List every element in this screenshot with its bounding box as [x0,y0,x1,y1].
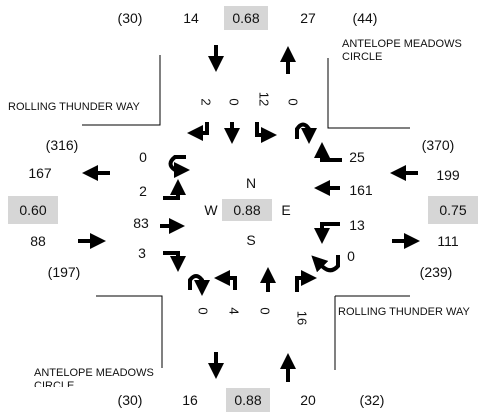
west-in-volume: 88 [30,233,46,249]
east-total-top: (370) [421,137,455,153]
eb-uturn-arrow [168,155,190,178]
eb-turn-2: 2 [139,183,147,199]
eb-turn-4: 3 [138,245,146,261]
east-phf: 0.75 [439,202,467,218]
intersection-phf: 0.88 [233,202,261,218]
nb-right-arrow [295,270,317,292]
north-total-volume: (30) [117,10,143,26]
east-total-bottom: (239) [419,264,453,280]
nb-left-arrow [214,270,237,290]
south-in-volume: 20 [300,392,316,408]
wb-left-arrow [314,222,340,244]
west-street-name: ROLLING THUNDER WAY [8,101,140,113]
nb-turn-3: 0 [257,307,273,315]
compass-south: S [246,232,256,248]
south-phf: 0.88 [234,392,262,408]
sb-turn-4: 0 [285,98,301,106]
south-other-volume: (32) [359,392,385,408]
north-out-volume: 27 [300,10,316,26]
nb-turn-4: 16 [294,310,310,326]
south-street-name: ANTELOPE MEADOWS CIRCLE [34,367,154,387]
nb-turn-1: 0 [195,307,211,315]
west-total-top: (316) [45,137,79,153]
nb-turn-2: 4 [226,307,242,315]
north-street-name-wrap: ANTELOPE MEADOWS CIRCLE [342,38,486,60]
compass-east: E [281,202,291,218]
wb-turn-3: 13 [349,217,365,233]
west-phf-box [8,196,58,224]
wb-uturn-arrow [311,255,340,273]
west-total-bottom: (197) [47,264,81,280]
sb-turn-1: 2 [198,98,214,106]
east-street-name: ROLLING THUNDER WAY [338,306,470,318]
east-phf-box [428,196,478,224]
eb-left-arrow [163,179,186,200]
sb-turn-3: 12 [256,91,272,107]
sb-turn-2: 0 [226,98,242,106]
south-street-name-wrap: ANTELOPE MEADOWS CIRCLE [34,367,180,387]
curb-ne [327,58,410,129]
north-other-volume: (44) [352,10,378,26]
north-phf-box [224,6,268,30]
eb-turn-3: 83 [133,215,149,231]
compass-north: N [245,175,257,191]
eb-right-arrow [163,251,186,272]
eb-turn-1: 0 [139,149,147,165]
sb-uturn-arrow [295,122,317,144]
north-phf: 0.68 [232,10,260,26]
north-in-volume: 14 [183,10,199,26]
center-phf-box [222,199,272,221]
north-street-name: ANTELOPE MEADOWS CIRCLE [342,38,462,60]
wb-turn-2: 161 [349,182,373,198]
sb-left-arrow [255,122,277,143]
compass-west: W [204,202,218,218]
east-out-volume: 111 [437,233,459,249]
west-out-volume: 167 [28,165,52,181]
wb-turn-4: 0 [347,248,355,264]
curb-nw [82,55,161,126]
west-phf: 0.60 [19,202,47,218]
south-phf-box [226,388,270,412]
wb-right-arrow [314,142,342,162]
wb-turn-1: 25 [349,149,365,165]
curb-sw [96,295,163,368]
nb-uturn-arrow [188,274,210,296]
south-total-volume: (30) [117,392,143,408]
south-out-volume: 16 [182,392,198,408]
sb-right-arrow [187,122,209,141]
east-in-volume: 199 [436,167,460,183]
